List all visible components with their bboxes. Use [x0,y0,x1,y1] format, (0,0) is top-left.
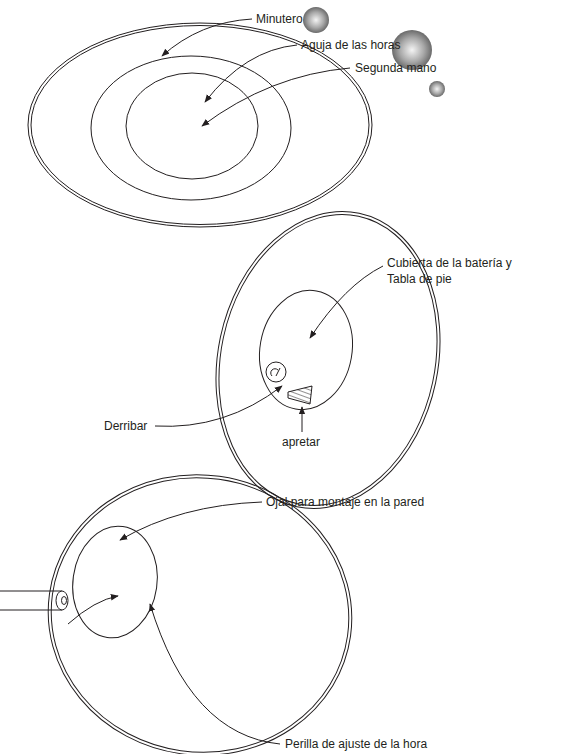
part-label: Minutero [256,11,303,27]
part-label: Perilla de ajuste de la hora [285,736,427,752]
part-label: Segunda mano [355,60,436,76]
leader-line [310,266,383,338]
battery [0,591,68,610]
sphere [303,7,329,33]
leader-line [205,45,297,102]
sphere [429,81,445,97]
leader-line [202,68,350,126]
part-label: apretar [282,434,320,450]
leader-line [68,596,118,624]
part-label: Aguja de las horas [301,37,400,53]
leader-line [155,386,282,426]
clock-front [28,23,372,227]
part-label: Ojal para montaje en la pared [266,494,424,510]
part-label: Cubierta de la batería y Tabla de pie [387,255,537,287]
leader-line [120,502,262,540]
part-label: Derribar [104,418,147,434]
leader-line [302,407,303,432]
leader-line [150,604,280,744]
leader-line [162,19,252,56]
